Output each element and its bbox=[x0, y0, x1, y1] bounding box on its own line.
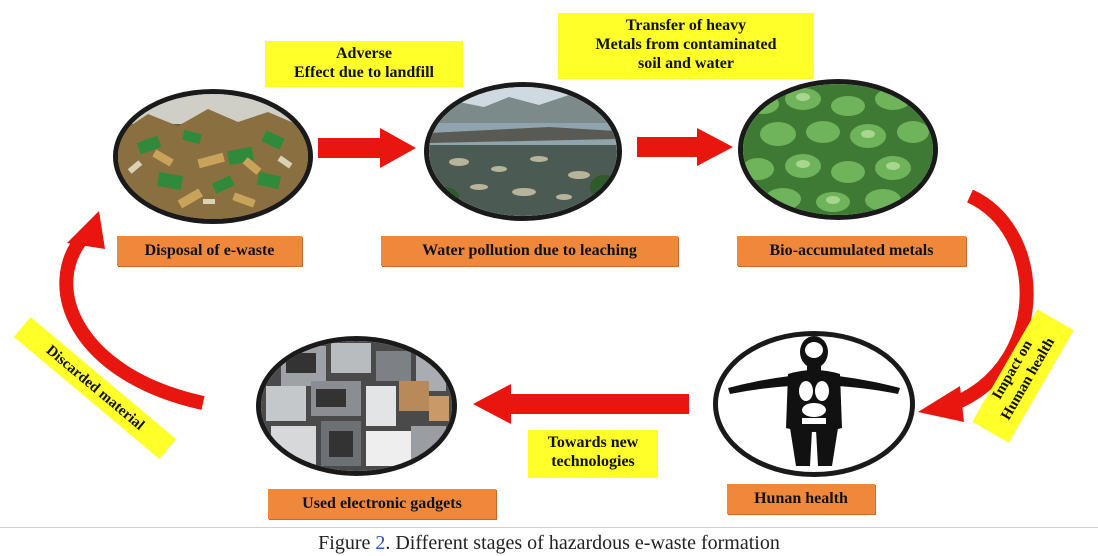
human-health-image bbox=[713, 331, 915, 477]
curved-arrow-right bbox=[918, 190, 1034, 422]
annotation-transfer-line3: soil and water bbox=[638, 55, 734, 72]
stage-label-used-gadgets: Used electronic gadgets bbox=[268, 489, 496, 519]
stage-label-human-health: Hunan health bbox=[727, 484, 875, 514]
caption-prefix: Figure bbox=[318, 532, 376, 554]
stage-label-water-pollution: Water pollution due to leaching bbox=[381, 236, 678, 266]
annotation-transfer: Transfer of heavy Metals from contaminat… bbox=[558, 13, 814, 79]
annotation-towards-line1: Towards new bbox=[547, 434, 639, 451]
figure-caption: Figure 2. Different stages of hazardous … bbox=[0, 532, 1098, 556]
e-waste-cycle-diagram: Adverse Effect due to landfill Transfer … bbox=[13, 13, 1074, 519]
caption-divider bbox=[0, 527, 1098, 528]
annotation-transfer-line1: Transfer of heavy bbox=[625, 17, 747, 34]
polluted-water-image bbox=[424, 82, 622, 221]
annotation-transfer-line2: Metals from contaminated bbox=[595, 36, 777, 53]
arrow-left bbox=[473, 384, 689, 424]
stage-label-bio-accumulated: Bio-accumulated metals bbox=[737, 236, 966, 266]
annotation-landfill-line2: Effect due to landfill bbox=[294, 64, 434, 81]
curved-arrow-left bbox=[59, 211, 205, 410]
e-waste-pile-image bbox=[113, 89, 313, 224]
annotation-towards: Towards new technologies bbox=[528, 430, 658, 478]
caption-text: . Different stages of hazardous e-waste … bbox=[385, 532, 780, 554]
figure-reference-link[interactable]: 2 bbox=[375, 532, 386, 554]
arrow-right-2 bbox=[637, 128, 733, 166]
stage-label-disposal: Disposal of e-waste bbox=[117, 236, 302, 266]
arrow-right-1 bbox=[318, 128, 416, 168]
annotation-landfill-line1: Adverse bbox=[336, 45, 392, 62]
annotation-landfill: Adverse Effect due to landfill bbox=[265, 41, 463, 87]
annotation-towards-line2: technologies bbox=[551, 453, 635, 470]
used-electronic-gadgets-image bbox=[256, 336, 457, 476]
bio-accumulated-plants-image bbox=[738, 79, 938, 220]
